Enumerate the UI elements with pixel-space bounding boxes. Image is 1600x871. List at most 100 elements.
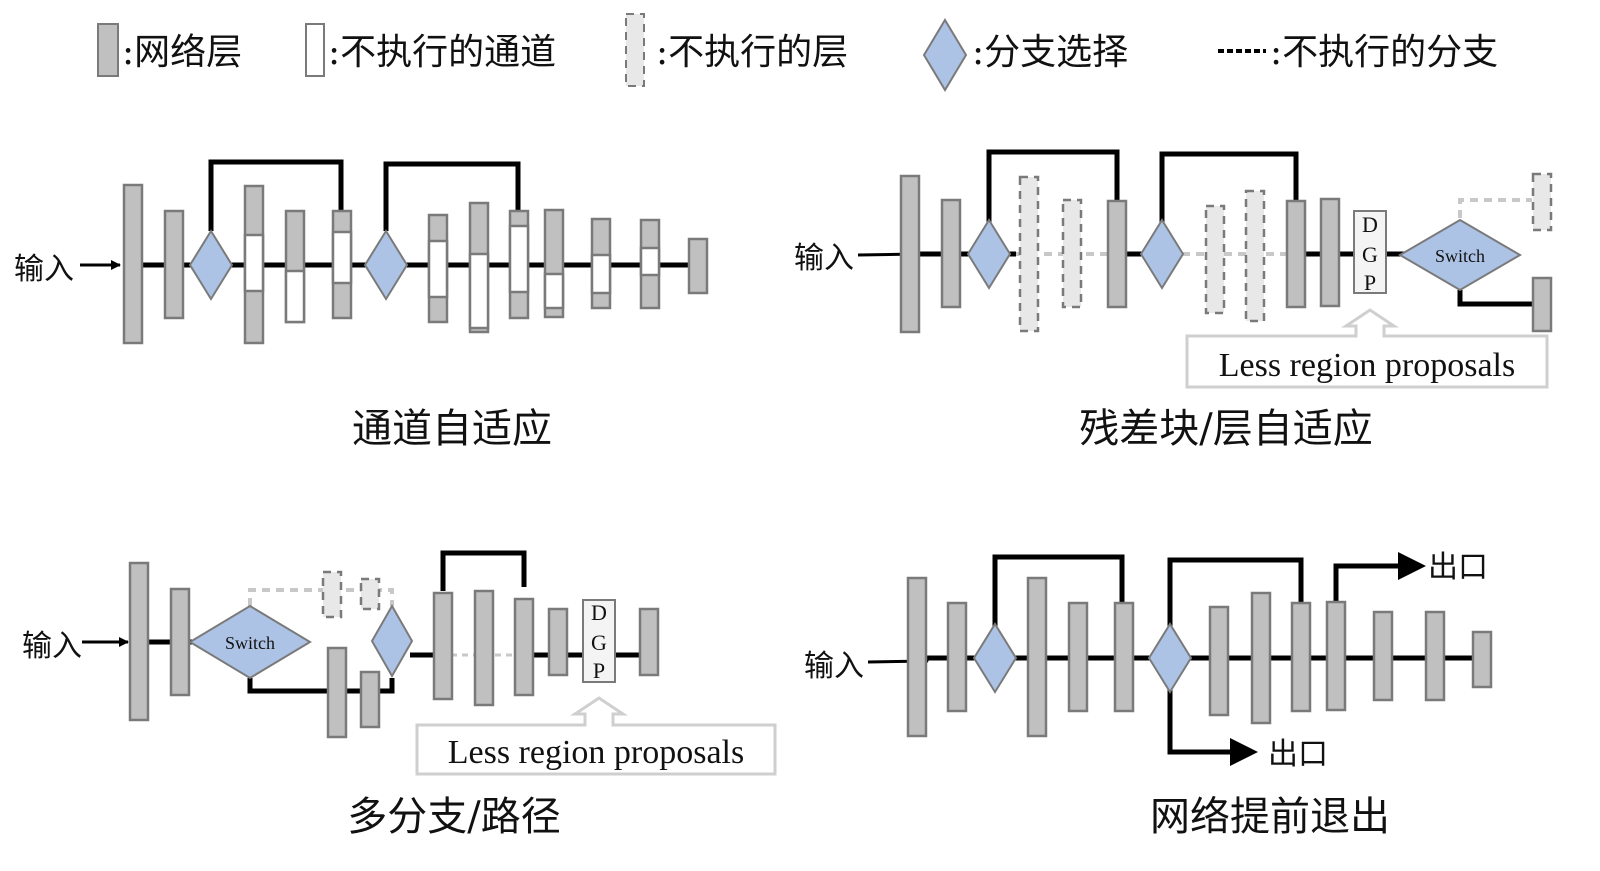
skipped-channel-segment xyxy=(331,230,353,285)
dgp-block xyxy=(582,599,616,683)
input-label: 输入 xyxy=(794,241,854,276)
panel-title: 多分支/路径 xyxy=(347,794,560,840)
branch-select-diamond xyxy=(972,622,1018,694)
branch-select-diamond xyxy=(966,218,1012,290)
skipped-channel-segment xyxy=(427,239,449,299)
network-layer xyxy=(1372,610,1394,702)
panel-multi-branch: 输入 Switch D G P Less region proposals 多分… xyxy=(22,550,777,840)
callout: Less region proposals xyxy=(1185,308,1549,389)
legend-skipped-channel-icon xyxy=(305,23,325,77)
skipped-layer xyxy=(359,577,381,611)
branch-select-diamond xyxy=(370,603,414,679)
skipped-layer xyxy=(1204,204,1226,315)
network-layer xyxy=(687,237,709,295)
input-label: 输入 xyxy=(22,629,82,664)
skip-connection xyxy=(440,550,527,591)
panel-channel-adaptive: 输入 通道自适应 xyxy=(14,159,709,452)
branch-select-diamond xyxy=(1147,622,1193,694)
skipped-layer xyxy=(1244,189,1266,323)
skipped-channel-segment xyxy=(543,272,565,310)
dgp-block xyxy=(1353,210,1387,294)
network-layer xyxy=(906,576,928,738)
exit-arrow-icon xyxy=(1398,552,1426,580)
legend-branch-select-icon xyxy=(922,18,968,92)
network-layer xyxy=(1250,591,1272,725)
panel-title: 通道自适应 xyxy=(352,406,552,452)
network-layer xyxy=(1106,199,1128,309)
dgp-letter: P xyxy=(593,658,605,683)
panel-layer-adaptive: 输入 D G P Switch Less region proposals 残差… xyxy=(794,149,1553,452)
skipped-channel-segment xyxy=(243,233,265,293)
skip-connections xyxy=(992,554,1304,636)
branch-select-diamond xyxy=(363,229,409,301)
skipped-channel-segment xyxy=(284,269,306,324)
exit-branch-line xyxy=(1167,690,1232,755)
legend-branch-select-label: :分支选择 xyxy=(972,32,1128,73)
network-layer xyxy=(169,587,191,697)
branch-select-diamond xyxy=(1139,218,1185,290)
network-layer xyxy=(128,561,150,722)
branch-select-diamond xyxy=(188,229,234,301)
network-layer xyxy=(1285,199,1307,309)
dgp-letter: G xyxy=(1362,242,1378,267)
skipped-channel-segment xyxy=(508,224,530,294)
legend-skipped-layer-label: :不执行的层 xyxy=(656,32,848,73)
network-layer xyxy=(359,670,381,729)
network-layer xyxy=(1290,601,1312,713)
panel-title: 网络提前退出 xyxy=(1150,794,1390,840)
legend-layer-label: :网络层 xyxy=(122,32,242,73)
callout-text: Less region proposals xyxy=(448,734,745,771)
input-label: 输入 xyxy=(804,649,864,684)
network-layer xyxy=(513,597,535,697)
exit-label: 出口 xyxy=(1428,550,1488,585)
skipped-layer xyxy=(1061,198,1083,309)
network-layer xyxy=(326,646,348,739)
input-label: 输入 xyxy=(14,252,74,287)
network-layer xyxy=(946,601,968,713)
network-layer xyxy=(1319,197,1341,308)
skipped-branch-dotted xyxy=(1458,198,1532,218)
skip-connections xyxy=(986,149,1299,222)
skip-connections xyxy=(208,159,521,231)
legend-skipped-layer-icon xyxy=(625,13,645,87)
callout-text: Less region proposals xyxy=(1219,347,1516,384)
skipped-layer xyxy=(1531,172,1553,232)
legend-skipped-channel-label: :不执行的通道 xyxy=(328,32,556,73)
panel-early-exit: 输入 出口 出口 网络提前退出 xyxy=(804,550,1493,840)
skipped-layer xyxy=(1018,175,1040,333)
legend: :网络层 :不执行的通道 :不执行的层 :分支选择 :不执行的分支 xyxy=(97,13,1498,92)
network-layer xyxy=(1208,605,1230,717)
switch-diamond xyxy=(188,604,312,680)
network-layer xyxy=(1325,600,1347,712)
skipped-channel-segment xyxy=(468,252,490,330)
network-layer xyxy=(1113,601,1135,713)
network-layer xyxy=(1424,610,1446,702)
callout: Less region proposals xyxy=(415,696,777,776)
exit-arrow-icon xyxy=(1230,738,1258,766)
skipped-layer xyxy=(321,570,343,619)
network-layer xyxy=(899,174,921,334)
selected-branch-line xyxy=(1457,290,1532,307)
network-layer xyxy=(122,183,144,345)
layers xyxy=(906,576,1493,738)
selected-branch-line xyxy=(247,678,395,694)
dgp-letter: D xyxy=(591,600,607,625)
dgp-letter: P xyxy=(1364,270,1376,295)
layers xyxy=(128,561,660,739)
network-layer xyxy=(1026,576,1048,738)
switch-label: Switch xyxy=(1435,246,1485,266)
panel-title: 残差块/层自适应 xyxy=(1079,406,1372,452)
skipped-channel-segment xyxy=(639,246,661,277)
exit-label: 出口 xyxy=(1268,737,1328,772)
network-layer xyxy=(638,607,660,677)
network-layer xyxy=(1471,630,1493,689)
skipped-channel-segment xyxy=(590,253,612,295)
network-layer xyxy=(940,198,962,309)
dgp-letter: G xyxy=(591,630,607,655)
layers xyxy=(899,172,1553,334)
switch-diamond xyxy=(1398,218,1522,292)
network-layer xyxy=(1531,276,1553,333)
layers xyxy=(122,183,709,345)
network-layer xyxy=(547,607,569,677)
